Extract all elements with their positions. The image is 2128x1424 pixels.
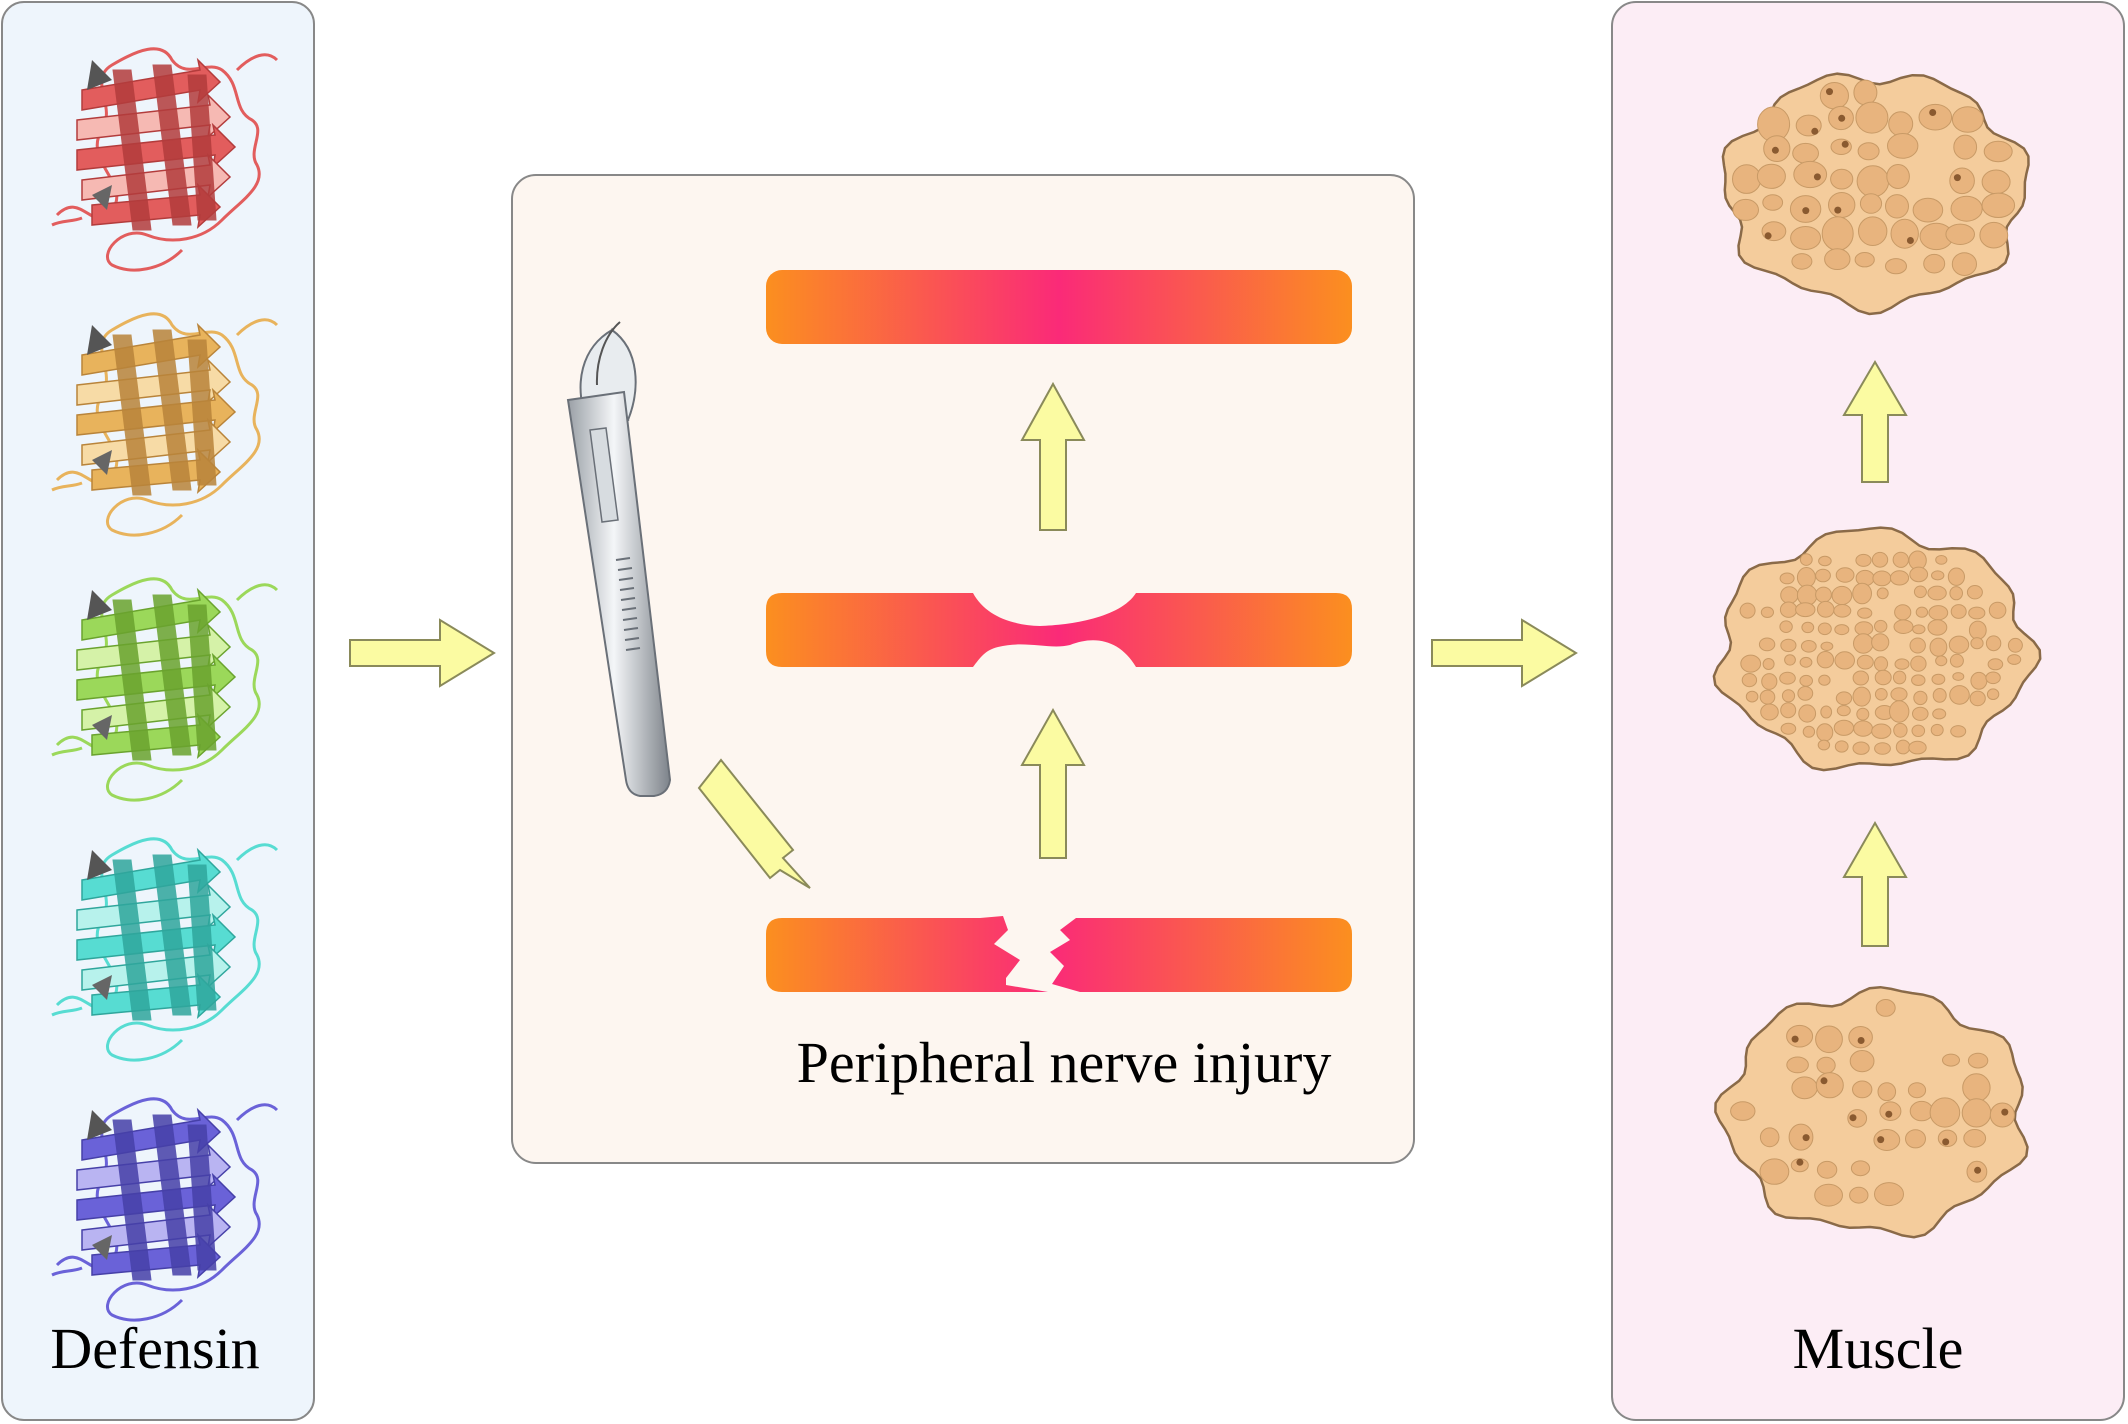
muscle-panel: Muscle: [1611, 1, 2125, 1421]
protein-list: [51, 47, 279, 1322]
protein-ribbon-icon: [51, 47, 279, 272]
defensin-panel: Defensin: [1, 1, 315, 1421]
nerve-healed: [766, 270, 1352, 344]
arrow-icon: [1020, 707, 1086, 859]
muscle-cross-section-icon: [1721, 72, 2030, 316]
nerve-injury-label: Peripheral nerve injury: [797, 1030, 1332, 1095]
defensin-label: Defensin: [50, 1316, 259, 1381]
nerve-injured: [766, 916, 1352, 992]
arrow-icon: [1842, 360, 1908, 483]
scalpel-icon: [566, 321, 672, 797]
arrow-icon: [1842, 820, 1908, 947]
arrow-icon: [1431, 618, 1578, 688]
muscle-cross-section-icon: [1714, 985, 2029, 1239]
protein-ribbon-icon: [51, 837, 279, 1062]
nerve-regenerating: [766, 593, 1352, 667]
arrow-icon: [697, 758, 811, 889]
nerve-injury-panel: Peripheral nerve injury: [511, 174, 1415, 1164]
muscle-cross-section-icon: [1712, 526, 2042, 772]
arrow-icon: [349, 618, 496, 688]
protein-ribbon-icon: [51, 577, 279, 802]
arrow-icon: [1020, 381, 1086, 531]
nerve-injury-panel-background: [511, 174, 1415, 1164]
protein-ribbon-icon: [51, 312, 279, 537]
muscle-label: Muscle: [1793, 1316, 1964, 1381]
protein-ribbon-icon: [51, 1097, 279, 1322]
